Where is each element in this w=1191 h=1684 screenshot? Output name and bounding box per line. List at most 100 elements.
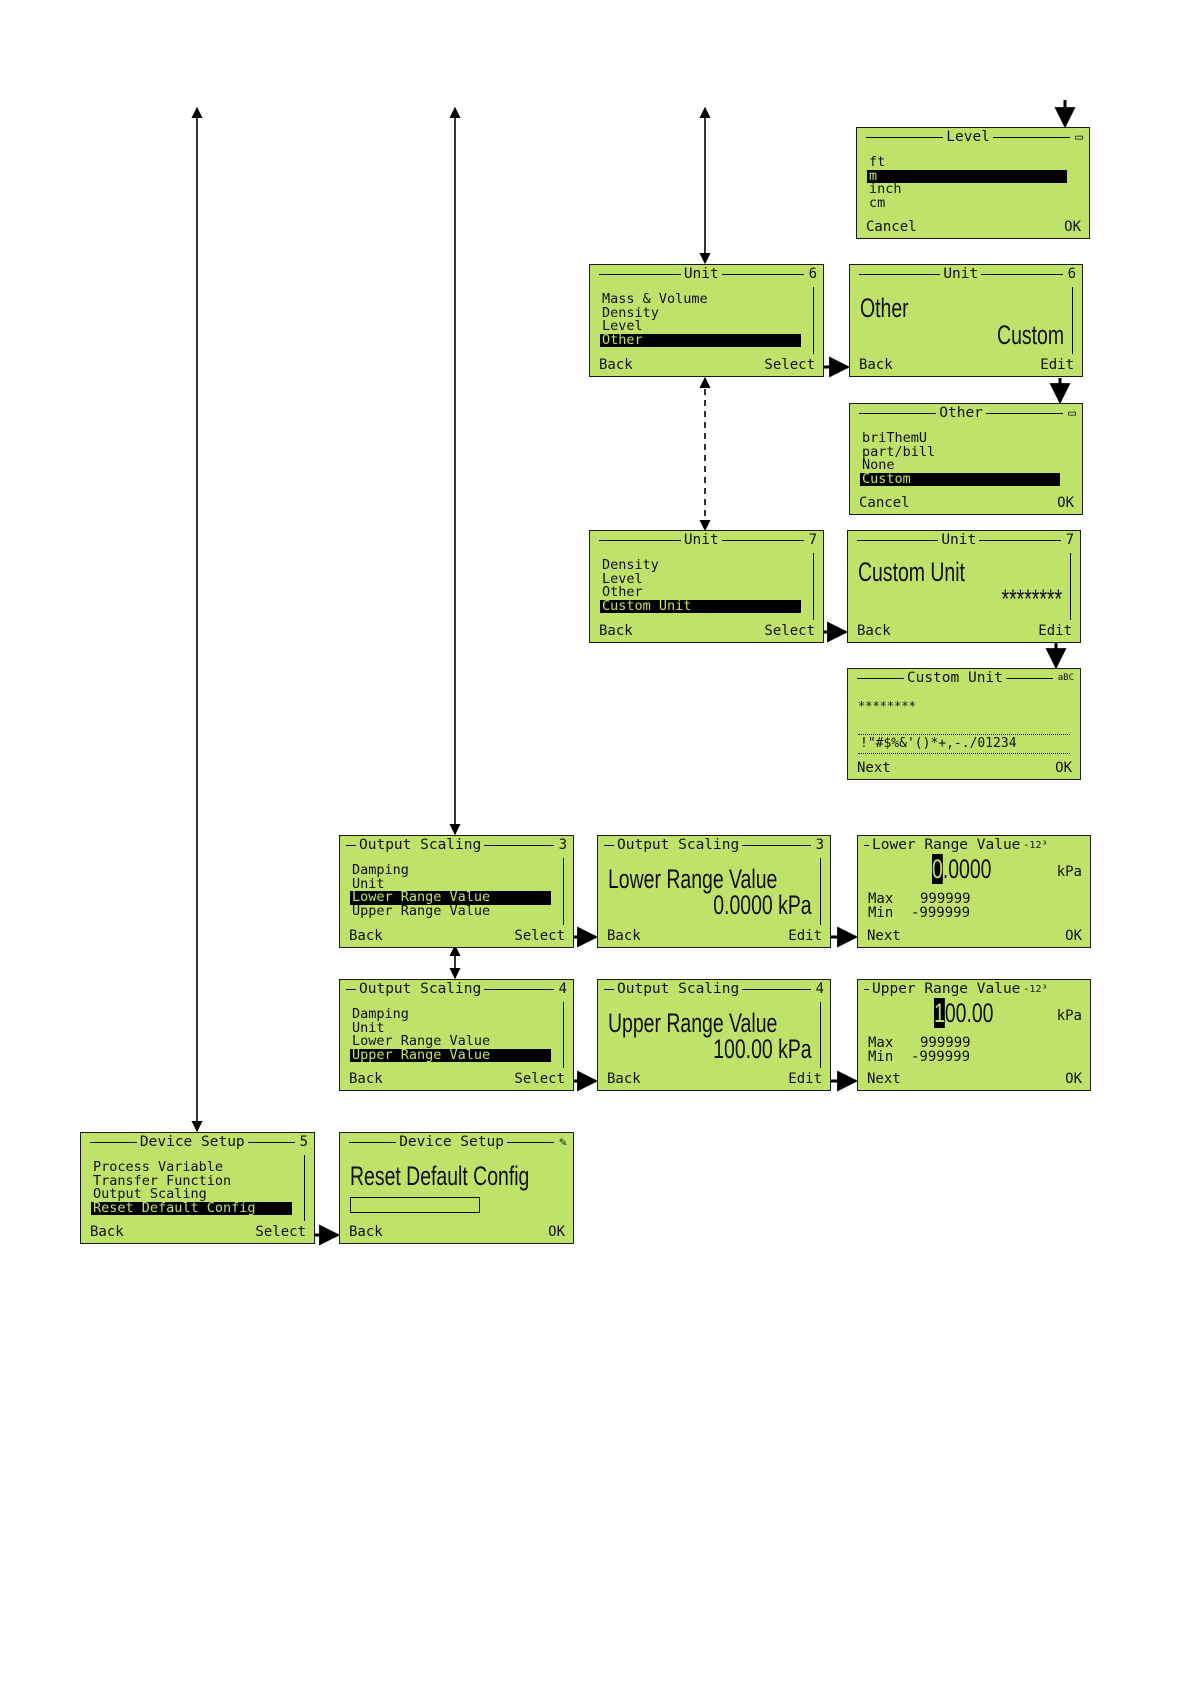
list-item[interactable]: Level	[602, 570, 643, 587]
back-softkey[interactable]: Back	[349, 1071, 383, 1087]
list-icon: ▭	[1075, 130, 1084, 145]
list-item[interactable]: Damping	[352, 862, 409, 878]
back-softkey[interactable]: Back	[599, 623, 633, 639]
back-softkey[interactable]: Back	[607, 928, 641, 944]
screen-title: Output Scaling	[359, 981, 482, 997]
ok-softkey[interactable]: OK	[1065, 1071, 1082, 1087]
list-item[interactable]: cm	[869, 194, 886, 211]
unit-label: kPa	[1056, 864, 1082, 880]
numeric-entry-icon: -12³	[1023, 984, 1048, 995]
custom-unit-value[interactable]: ********	[858, 699, 916, 713]
screen-header: Unit 7	[854, 533, 1074, 548]
scrollbar	[562, 858, 564, 925]
list-item[interactable]: Density	[602, 557, 659, 573]
list-item[interactable]: Upper Range Value	[352, 902, 491, 919]
edit-softkey[interactable]: Edit	[788, 928, 822, 944]
list-item[interactable]: Transfer Function	[93, 1172, 232, 1189]
list-item[interactable]: ft	[869, 154, 886, 170]
scrollbar	[819, 858, 821, 925]
screen-number: 6	[808, 266, 818, 282]
screen-title: Unit	[683, 532, 719, 548]
select-softkey[interactable]: Select	[764, 623, 815, 639]
back-softkey[interactable]: Back	[349, 1224, 383, 1240]
screen-device-setup-reset: Device Setup ✎ Reset Default Config Back…	[339, 1132, 574, 1244]
ok-softkey[interactable]: OK	[1057, 495, 1074, 511]
cancel-softkey[interactable]: Cancel	[866, 219, 917, 235]
list-item[interactable]: Unit	[352, 875, 385, 892]
screen-number: 7	[1065, 532, 1075, 548]
screen-title: Output Scaling	[617, 981, 740, 997]
min-label: Min	[868, 1049, 894, 1065]
screen-unit-6-list: Unit 6 Mass & Volume Density Level Other…	[589, 264, 824, 377]
edit-cursor[interactable]: 1	[934, 998, 945, 1028]
ok-softkey[interactable]: OK	[1065, 928, 1082, 944]
next-softkey[interactable]: Next	[867, 928, 901, 944]
list-item-selected[interactable]: Other	[600, 333, 801, 347]
back-softkey[interactable]: Back	[599, 357, 633, 373]
scrollbar	[562, 1002, 564, 1068]
select-softkey[interactable]: Select	[514, 1071, 565, 1087]
list-item[interactable]: part/bill	[862, 443, 936, 460]
screen-lower-range-value-edit: Lower Range Value -12³ 0.0000 kPa Max 99…	[857, 835, 1091, 948]
ok-softkey[interactable]: OK	[1055, 760, 1072, 776]
screen-title: Unit	[943, 266, 979, 282]
list-item[interactable]: Level	[602, 318, 643, 334]
list-item[interactable]: Output Scaling	[93, 1186, 207, 1202]
back-softkey[interactable]: Back	[607, 1071, 641, 1087]
ok-softkey[interactable]: OK	[548, 1224, 565, 1240]
list-item[interactable]: Density	[602, 304, 659, 321]
list-item[interactable]: Damping	[352, 1006, 409, 1022]
list-item[interactable]: Lower Range Value	[352, 1033, 491, 1049]
edit-softkey[interactable]: Edit	[788, 1071, 822, 1087]
list-item-selected[interactable]: Custom Unit	[600, 599, 801, 613]
list-item[interactable]: None	[862, 457, 895, 473]
list-item-selected[interactable]: Lower Range Value	[350, 890, 551, 905]
list-item[interactable]: Other	[602, 584, 643, 600]
screen-output-scaling-3-detail: Output Scaling 3 Lower Range Value 0.000…	[597, 835, 831, 948]
next-softkey[interactable]: Next	[857, 760, 891, 776]
list-item[interactable]: briThemU	[862, 430, 928, 446]
character-selector[interactable]: !"#$%&'()*+,-./01234	[860, 736, 1017, 751]
list-item[interactable]: Unit	[352, 1019, 385, 1036]
screen-output-scaling-4-list: Output Scaling 4 Damping Unit Lower Rang…	[339, 979, 574, 1091]
list-item-selected[interactable]: Upper Range Value	[350, 1048, 551, 1062]
select-softkey[interactable]: Select	[255, 1224, 306, 1240]
list-item-selected[interactable]: Reset Default Config	[91, 1201, 292, 1215]
edit-softkey[interactable]: Edit	[1038, 623, 1072, 639]
list-icon: ▭	[1068, 406, 1077, 421]
back-softkey[interactable]: Back	[90, 1224, 124, 1240]
lower-range-value-field[interactable]: 0.0000	[932, 854, 991, 884]
list-item[interactable]: inch	[869, 181, 902, 197]
reset-progress-bar	[350, 1197, 480, 1213]
upper-range-value-field[interactable]: 100.00	[934, 998, 993, 1028]
next-softkey[interactable]: Next	[867, 1071, 901, 1087]
screen-title: Level	[946, 129, 990, 145]
screen-title: Device Setup	[139, 1134, 245, 1150]
back-softkey[interactable]: Back	[859, 357, 893, 373]
back-softkey[interactable]: Back	[857, 623, 891, 639]
parameter-value: ********	[1001, 584, 1062, 614]
min-value: -999999	[911, 1049, 971, 1065]
scrollbar	[303, 1155, 305, 1221]
list-item[interactable]: Process Variable	[93, 1159, 224, 1175]
screen-title: Device Setup	[399, 1134, 504, 1150]
screen-upper-range-value-edit: Upper Range Value -12³ 100.00 kPa Max 99…	[857, 979, 1091, 1091]
scrollbar	[812, 553, 814, 620]
screen-header: Unit 7	[596, 533, 817, 548]
back-softkey[interactable]: Back	[349, 928, 383, 944]
list-item[interactable]: Mass & Volume	[602, 291, 708, 307]
ok-softkey[interactable]: OK	[1064, 219, 1081, 235]
edit-softkey[interactable]: Edit	[1040, 357, 1074, 373]
max-label: Max	[868, 1035, 894, 1051]
cancel-softkey[interactable]: Cancel	[859, 495, 910, 511]
screen-title: Other	[939, 405, 983, 421]
select-softkey[interactable]: Select	[764, 357, 815, 373]
screen-title: Output Scaling	[359, 837, 482, 853]
list-item-selected[interactable]: Custom	[860, 472, 1060, 486]
screen-custom-unit: Custom Unit aBC ******** !"#$%&'()*+,-./…	[847, 668, 1081, 780]
scrollbar	[1069, 553, 1071, 620]
edit-cursor[interactable]: 0	[932, 854, 943, 884]
screen-title: Output Scaling	[617, 837, 740, 853]
list-item-selected[interactable]: m	[867, 169, 1067, 183]
select-softkey[interactable]: Select	[514, 928, 565, 944]
